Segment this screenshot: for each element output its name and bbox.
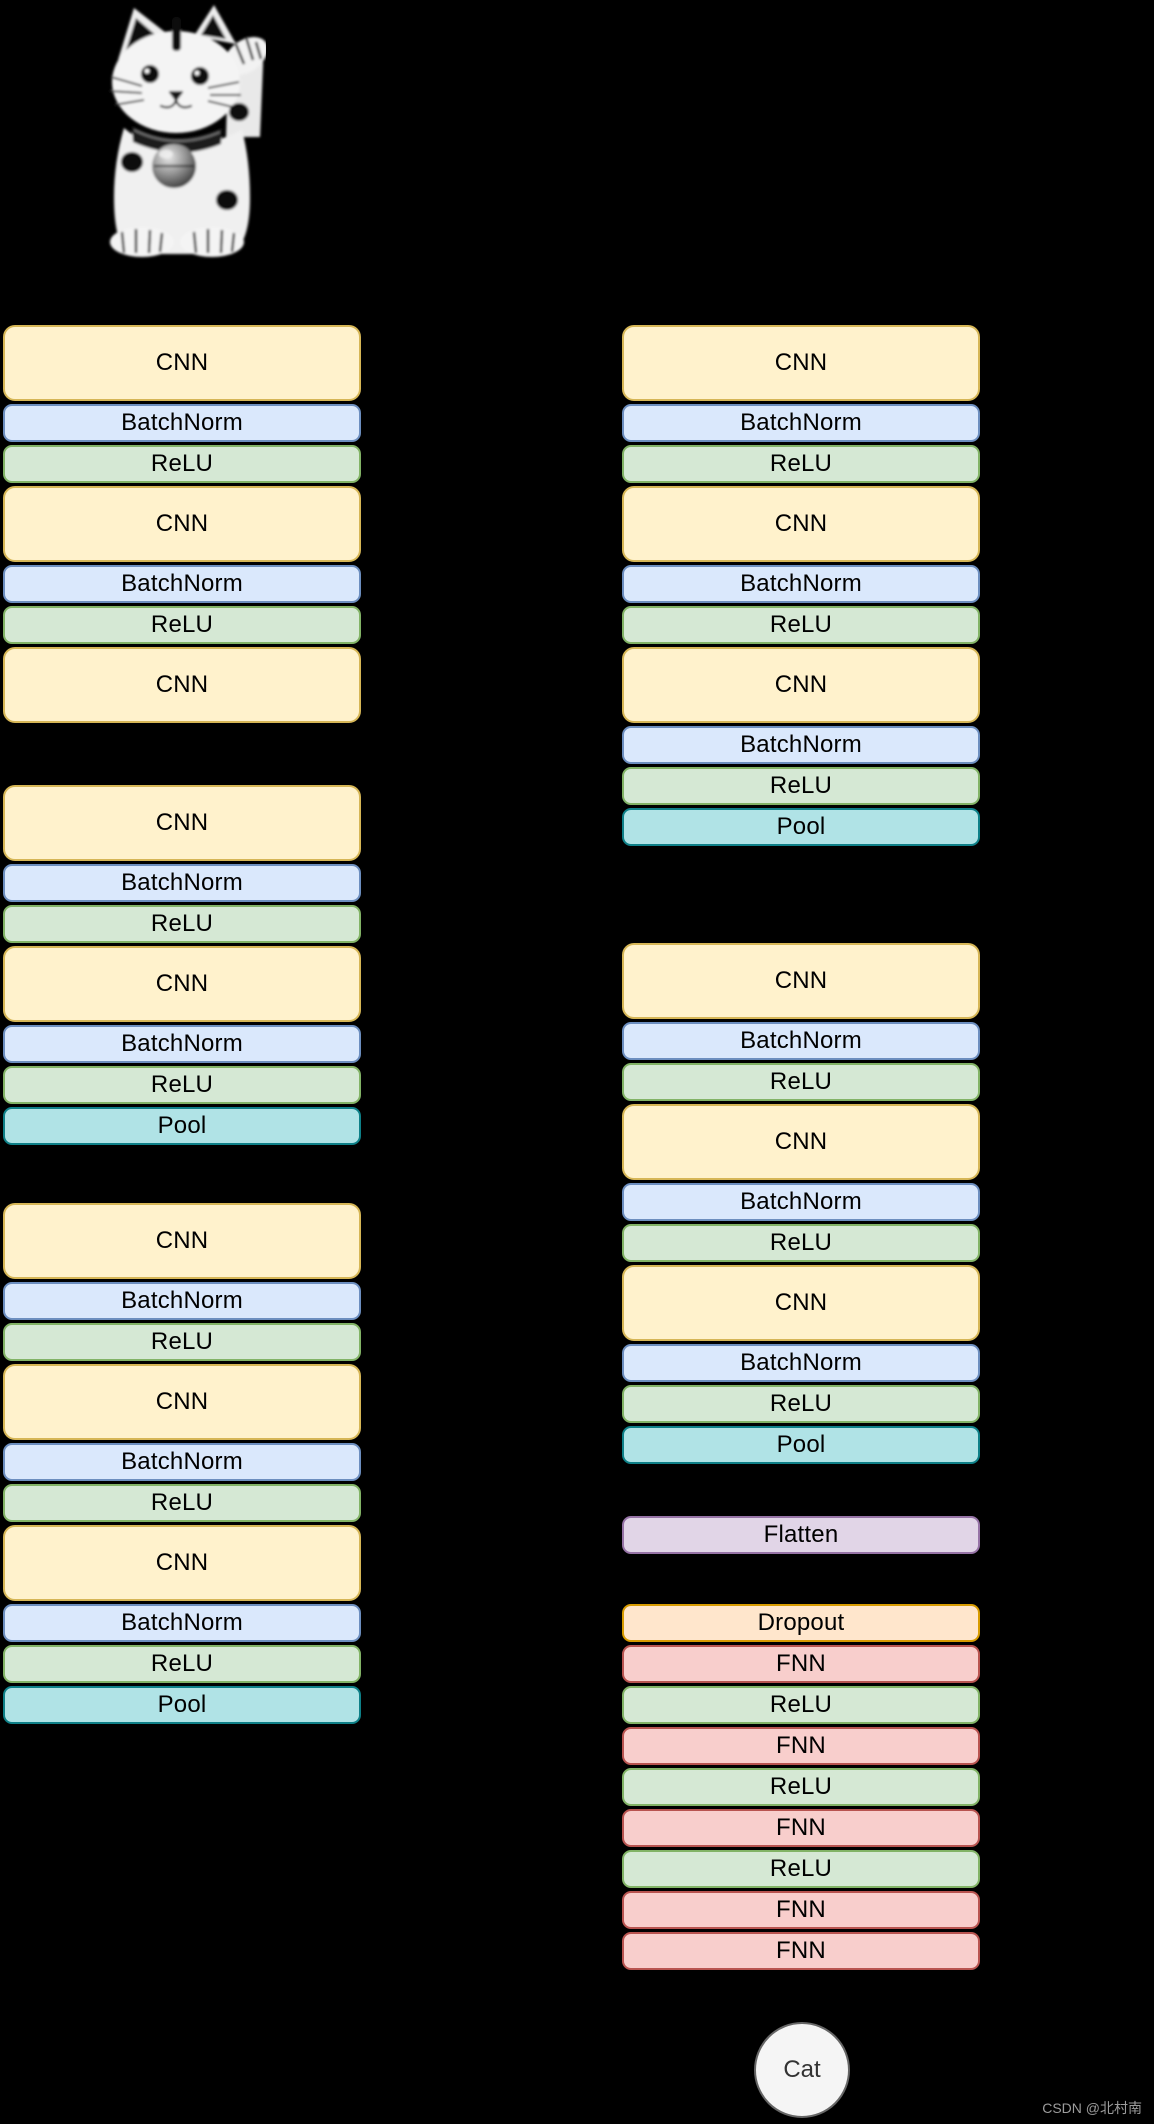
- layer-box-cnn: CNN: [3, 486, 361, 562]
- layer-box-batchnorm: BatchNorm: [3, 1282, 361, 1320]
- layer-box-fnn: FNN: [622, 1645, 980, 1683]
- layer-box-relu: ReLU: [622, 1686, 980, 1724]
- layer-box-relu: ReLU: [622, 767, 980, 805]
- layer-box-batchnorm: BatchNorm: [3, 1443, 361, 1481]
- layer-box-flatten: Flatten: [622, 1516, 980, 1554]
- layer-box-relu: ReLU: [3, 1066, 361, 1104]
- layer-box-batchnorm: BatchNorm: [3, 864, 361, 902]
- layer-box-cnn: CNN: [622, 647, 980, 723]
- layer-box-cnn: CNN: [622, 1265, 980, 1341]
- layer-box-relu: ReLU: [3, 1484, 361, 1522]
- input-image-maneki-neko-cat: [108, 5, 266, 257]
- layer-box-relu: ReLU: [3, 905, 361, 943]
- layer-box-cnn: CNN: [622, 325, 980, 401]
- layer-box-batchnorm: BatchNorm: [622, 1022, 980, 1060]
- layer-box-relu: ReLU: [622, 445, 980, 483]
- layer-box-relu: ReLU: [3, 1645, 361, 1683]
- layer-box-cnn: CNN: [3, 785, 361, 861]
- layer-box-pool: Pool: [622, 1426, 980, 1464]
- layer-box-pool: Pool: [622, 808, 980, 846]
- layer-box-cnn: CNN: [3, 325, 361, 401]
- layer-box-relu: ReLU: [622, 1768, 980, 1806]
- output-node-cat: Cat: [754, 2022, 850, 2118]
- layer-box-relu: ReLU: [622, 1224, 980, 1262]
- layer-box-batchnorm: BatchNorm: [3, 1025, 361, 1063]
- layer-box-relu: ReLU: [622, 1063, 980, 1101]
- layer-box-relu: ReLU: [622, 1385, 980, 1423]
- layer-box-relu: ReLU: [622, 1850, 980, 1888]
- watermark-text: CSDN @北村南: [1042, 2100, 1142, 2116]
- layer-box-pool: Pool: [3, 1107, 361, 1145]
- layer-box-cnn: CNN: [622, 486, 980, 562]
- layer-box-batchnorm: BatchNorm: [622, 1183, 980, 1221]
- layer-box-cnn: CNN: [622, 943, 980, 1019]
- layer-box-fnn: FNN: [622, 1891, 980, 1929]
- layer-box-fnn: FNN: [622, 1727, 980, 1765]
- layer-box-relu: ReLU: [3, 606, 361, 644]
- layer-box-batchnorm: BatchNorm: [622, 726, 980, 764]
- layer-box-batchnorm: BatchNorm: [622, 565, 980, 603]
- layer-box-batchnorm: BatchNorm: [622, 404, 980, 442]
- layer-box-dropout: Dropout: [622, 1604, 980, 1642]
- layer-box-batchnorm: BatchNorm: [3, 1604, 361, 1642]
- layer-box-batchnorm: BatchNorm: [3, 404, 361, 442]
- layer-box-batchnorm: BatchNorm: [622, 1344, 980, 1382]
- layer-box-relu: ReLU: [622, 606, 980, 644]
- layer-box-cnn: CNN: [3, 1203, 361, 1279]
- layer-box-cnn: CNN: [3, 946, 361, 1022]
- layer-box-relu: ReLU: [3, 1323, 361, 1361]
- layer-box-pool: Pool: [3, 1686, 361, 1724]
- layer-box-fnn: FNN: [622, 1809, 980, 1847]
- layer-box-relu: ReLU: [3, 445, 361, 483]
- layer-box-cnn: CNN: [3, 1525, 361, 1601]
- layer-box-cnn: CNN: [3, 647, 361, 723]
- layer-box-cnn: CNN: [3, 1364, 361, 1440]
- output-node-label: Cat: [783, 2056, 821, 2083]
- layer-box-cnn: CNN: [622, 1104, 980, 1180]
- layer-box-batchnorm: BatchNorm: [3, 565, 361, 603]
- layer-box-fnn: FNN: [622, 1932, 980, 1970]
